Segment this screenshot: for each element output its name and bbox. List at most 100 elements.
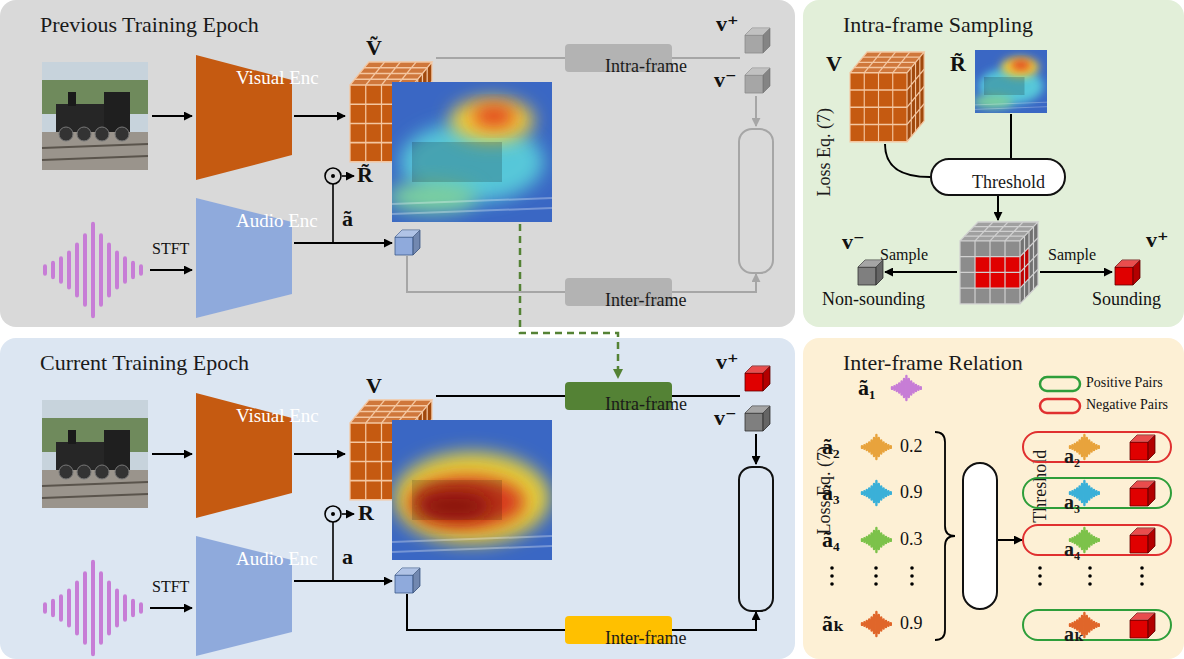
legend-sample xyxy=(1040,377,1080,391)
audio-icon xyxy=(862,481,891,505)
ellipsis-dots-part xyxy=(1088,566,1092,570)
feature-cube-part xyxy=(850,52,924,142)
text-label: 0.3 xyxy=(900,530,923,550)
pair-pill: a₄ xyxy=(1022,524,1172,556)
node-text: Audio Enc xyxy=(236,210,298,232)
panel-title: Intra-frame Sampling xyxy=(843,12,1033,37)
current-epoch-art xyxy=(42,366,770,654)
text-label: Sounding xyxy=(1092,290,1161,310)
previous-epoch-art-part xyxy=(325,168,341,184)
node-text: Visual Enc xyxy=(236,67,298,89)
ellipsis-dots-part xyxy=(1140,582,1144,586)
math-symbol: v⁻ xyxy=(714,68,737,92)
audio-icon xyxy=(862,435,891,459)
node-text: a₄ xyxy=(1064,538,1080,561)
masked-cube-part xyxy=(960,222,1038,304)
intra-sampling-art xyxy=(850,50,1140,304)
math-symbol: ã₂ xyxy=(822,435,840,459)
audio-icon xyxy=(862,528,891,552)
heatmap xyxy=(387,82,552,222)
legend-sample xyxy=(1040,399,1080,413)
text-label: STFT xyxy=(152,578,189,596)
math-symbol: v⁺ xyxy=(1146,228,1169,252)
current-epoch-art-part xyxy=(294,580,392,582)
current-epoch-art-part xyxy=(342,513,354,515)
panel: Intra-frame SamplingThreshold xyxy=(803,0,1184,327)
previous-epoch-art-part xyxy=(150,269,192,271)
previous-epoch-art-part xyxy=(152,115,192,117)
panel-backgrounds-part xyxy=(803,0,1184,327)
train-image xyxy=(42,62,148,170)
ellipsis-dots-part xyxy=(830,582,834,586)
node-text: Audio Enc xyxy=(236,548,298,570)
current-epoch-art-part xyxy=(325,506,341,522)
threshold-box: Threshold xyxy=(962,462,998,610)
math-symbol: v⁻ xyxy=(714,406,737,430)
node-text: Visual Enc xyxy=(236,405,298,427)
previous-epoch-art xyxy=(42,28,770,378)
panel-title: Previous Training Epoch xyxy=(40,12,259,37)
audio-vector xyxy=(395,230,420,255)
math-symbol: v⁻ xyxy=(842,230,865,254)
math-symbol: ã₁ xyxy=(858,376,876,400)
current-epoch-art-part xyxy=(331,512,335,516)
vector-pos xyxy=(1115,260,1140,285)
module-box: Intra-frame xyxy=(565,44,672,72)
current-epoch-art-part xyxy=(436,395,565,397)
visual-vector xyxy=(1130,613,1155,638)
pair-pill: a₂ xyxy=(1022,431,1172,463)
masked-cube-part xyxy=(960,222,1038,304)
node-text: Threshold xyxy=(1030,450,1051,523)
pair-pill: a₃ xyxy=(1022,477,1172,509)
waveform xyxy=(45,562,141,654)
node-text: Loss Eq. (7) xyxy=(814,108,835,197)
math-symbol: V xyxy=(366,374,382,398)
encoder-trapezoid: Visual Enc xyxy=(196,55,292,180)
module-box: Inter-frame xyxy=(565,616,672,644)
legend-text: Positive Pairs xyxy=(1086,375,1163,390)
audio-icon xyxy=(892,376,921,400)
intra-sampling-art-part xyxy=(885,271,957,273)
node-text: a₂ xyxy=(1064,445,1080,468)
math-symbol: v⁺ xyxy=(716,350,739,374)
connector xyxy=(998,539,1022,541)
math-symbol: ã₃ xyxy=(822,481,840,505)
panel-title: Inter-frame Relation xyxy=(843,350,1023,375)
vector-pos xyxy=(745,366,770,391)
current-epoch-art-part xyxy=(150,607,192,609)
connector xyxy=(672,612,756,630)
math-symbol: ã₄ xyxy=(822,528,840,552)
ellipsis-dots-part xyxy=(874,574,878,578)
ellipsis-dots-part xyxy=(910,566,914,570)
intra-sampling-art-part xyxy=(1040,271,1112,273)
text-label: 0.2 xyxy=(900,437,923,457)
threshold-box: Threshold xyxy=(930,158,1066,196)
text-label: 0.9 xyxy=(900,483,923,503)
ellipsis-dots-part xyxy=(830,566,834,570)
previous-epoch-art-part xyxy=(294,115,345,117)
intra-sampling-art-part xyxy=(1010,114,1012,158)
node-text: a₃ xyxy=(1064,491,1080,514)
encoder-trapezoid: Visual Enc xyxy=(196,393,292,518)
previous-epoch-art-part xyxy=(755,96,757,126)
text-label: 0.9 xyxy=(900,614,923,634)
node-text: aₖ xyxy=(1064,623,1084,646)
loss-box: Loss Eq. (7) xyxy=(738,128,774,274)
vector-neg xyxy=(858,260,883,285)
math-symbol: R̃ xyxy=(950,52,966,76)
module-box: Inter-frame xyxy=(565,278,672,306)
audio-icon xyxy=(862,612,891,636)
ellipsis-dots-part xyxy=(1088,582,1092,586)
intra-sampling-art-part xyxy=(997,196,999,220)
panel: Current Training EpochVisual EncAudio En… xyxy=(0,338,795,659)
ellipsis-dots-part xyxy=(1088,574,1092,578)
ellipsis-dots-part xyxy=(830,574,834,578)
text-label: Non-sounding xyxy=(822,290,925,310)
legend-text: Negative Pairs xyxy=(1086,397,1168,412)
ellipsis-dots-part xyxy=(910,574,914,578)
current-epoch-art-part xyxy=(332,522,334,581)
